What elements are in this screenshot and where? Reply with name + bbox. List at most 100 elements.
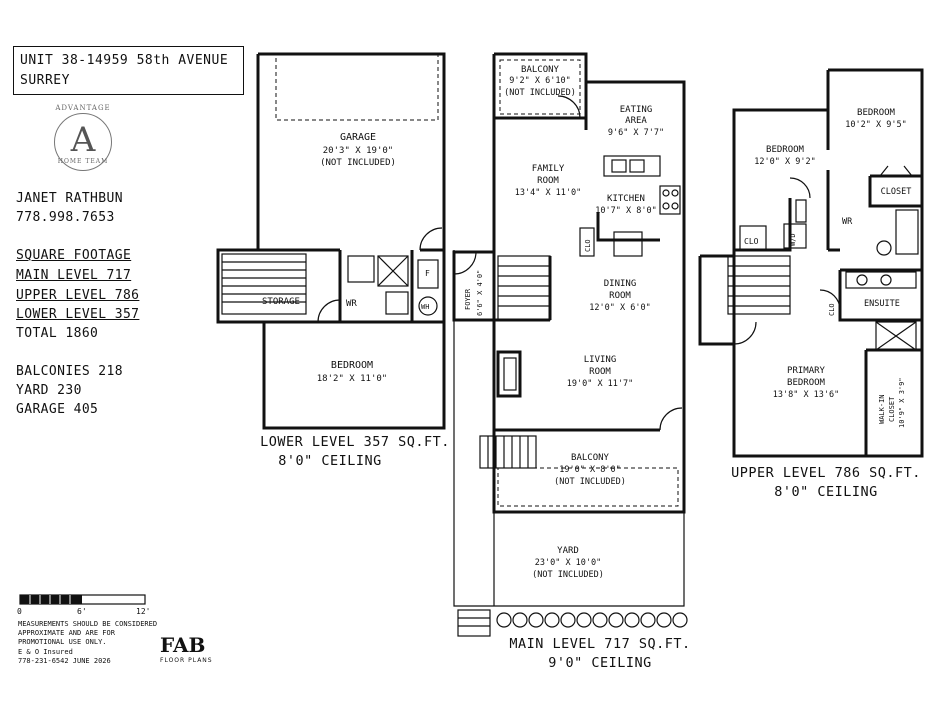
wr-door-swing (317, 299, 341, 323)
dining-dims: 12'0" X 6'0" (589, 303, 650, 313)
bedroom-b-name: BEDROOM (857, 108, 896, 118)
primary-dims: 13'8" X 13'6" (773, 390, 840, 400)
yard-note: (NOT INCLUDED) (532, 570, 604, 580)
bedroom-a-door (789, 177, 811, 199)
dining-name-1: DINING (604, 279, 637, 289)
garage-door-swing (419, 227, 443, 251)
disclaimer-line-5: 778-231-6542 JUNE 2026 (18, 657, 111, 665)
balcony-door-swing (659, 407, 683, 431)
main-level-plan (452, 52, 688, 637)
yard-steps (457, 609, 491, 637)
lower-west-wall (216, 54, 264, 324)
water-heater (418, 296, 438, 316)
address-line-1: UNIT 38-14959 58th AVENUE (20, 53, 229, 68)
upper-clo2-name: CLO (828, 303, 836, 316)
scale-label-6: 6' (77, 607, 87, 616)
garage-dims: 20'3" X 19'0" (323, 146, 393, 156)
walkin-walls (864, 348, 922, 456)
dining-name-2: ROOM (609, 291, 631, 301)
main-clo-name: CLO (584, 239, 592, 252)
disclaimer-line-3: PROMOTIONAL USE ONLY. (18, 638, 107, 646)
top-balcony-dims: 9'2" X 6'10" (509, 76, 570, 86)
wd-box (783, 223, 807, 249)
upper-level-plan (698, 68, 924, 458)
upper-level-ceiling: 8'0" CEILING (774, 484, 878, 500)
yard-dims: 23'0" X 10'0" (535, 558, 602, 568)
upper-level-title: UPPER LEVEL 786 SQ.FT. (731, 465, 921, 481)
fab-logo-subtext: FLOOR PLANS (160, 657, 213, 664)
hedge (496, 612, 688, 628)
advantage-logo: ADVANTAGE A HOME TEAM (54, 104, 112, 171)
lower-bedroom-dims: 18'2" X 11'0" (317, 374, 387, 384)
walkin-name-1: WALK-IN (878, 394, 886, 424)
lower-bedroom-name: BEDROOM (331, 360, 373, 371)
primary-door (733, 321, 757, 345)
eating-name-1: EATING (620, 105, 653, 115)
kitchen-stove (659, 185, 681, 215)
family-name-1: FAMILY (532, 164, 565, 174)
disclaimer-line-4: E & O Insured (18, 648, 73, 656)
ensuite-walls (838, 268, 922, 322)
upper-level-sqft: UPPER LEVEL 786 (16, 288, 140, 303)
wd-name: W/D (789, 233, 797, 246)
yard-sqft: YARD 230 (16, 383, 82, 398)
kitchen-island (596, 212, 660, 242)
disclaimer-line-2: APPROXIMATE AND ARE FOR (18, 629, 115, 637)
family-name-2: ROOM (537, 176, 559, 186)
toilet (347, 255, 375, 283)
upper-tub (895, 209, 919, 255)
closet-name: CLOSET (881, 187, 912, 197)
storage-name: STORAGE (262, 297, 300, 307)
walkin-name-2: CLOSET (888, 396, 896, 422)
lower-level-plan (216, 52, 446, 430)
upper-stairs (727, 255, 791, 315)
lower-level-ceiling: 8'0" CEILING (278, 453, 382, 469)
upper-wr-name: WR (842, 217, 853, 227)
lower-level-sqft: LOWER LEVEL 357 (16, 307, 140, 322)
top-balcony-outline (499, 59, 581, 115)
square-footage-heading: SQUARE FOOTAGE (16, 248, 132, 263)
stair-landing (698, 254, 734, 346)
closet-walls (868, 174, 922, 208)
lower-outer-wall (258, 52, 446, 430)
furnace-unit (417, 259, 439, 289)
walkin-dims: 10'9" X 3'9" (898, 377, 906, 428)
bedroom-a-name: BEDROOM (766, 145, 805, 155)
bedroom-b-dims: 10'2" X 9'5" (845, 120, 906, 130)
kitchen-name: KITCHEN (607, 194, 645, 204)
kitchen-dims: 10'7" X 8'0" (595, 206, 656, 216)
main-level-sqft: MAIN LEVEL 717 (16, 268, 132, 283)
eating-dims: 9'6" X 7'7" (608, 128, 664, 138)
foyer-dims: 6'6" X 4'0" (476, 270, 484, 316)
scale-bar: 0 6' 12' (17, 594, 150, 616)
bottom-balcony-name: BALCONY (571, 453, 610, 463)
kitchen-sink-counter (603, 155, 661, 177)
agent-name: JANET RATHBUN (16, 191, 123, 206)
fab-logo-text: FAB (160, 633, 206, 657)
garage-name: GARAGE (340, 132, 376, 143)
front-door-swing (453, 251, 477, 275)
primary-name-2: BEDROOM (787, 378, 826, 388)
main-clo-box (579, 227, 595, 257)
living-dims: 19'0" X 11'7" (567, 379, 634, 389)
bottom-balcony-note: (NOT INCLUDED) (554, 477, 626, 487)
primary-name-1: PRIMARY (787, 366, 826, 376)
garage-note: (NOT INCLUDED) (320, 158, 396, 168)
fridge (613, 231, 643, 257)
address-line-2: SURREY (20, 73, 70, 88)
agent-phone: 778.998.7653 (16, 210, 115, 225)
disclaimer-line-1: MEASUREMENTS SHOULD BE CONSIDERED (18, 620, 158, 628)
balconies-sqft: BALCONIES 218 (16, 364, 123, 379)
eating-name-2: AREA (625, 116, 647, 126)
linen (795, 199, 807, 223)
logo-bottom-text: HOME TEAM (57, 158, 109, 165)
family-dims: 13'4" X 11'0" (515, 188, 582, 198)
upper-clo1-name: CLO (744, 237, 759, 246)
main-outer-wall (492, 52, 686, 514)
fab-logo: FAB FLOOR PLANS (160, 633, 213, 664)
ensuite-door (819, 289, 841, 311)
top-balcony-note: (NOT INCLUDED) (504, 88, 576, 98)
logo-letter: A (70, 120, 96, 160)
lower-level-title: LOWER LEVEL 357 SQ.FT. (260, 434, 450, 450)
